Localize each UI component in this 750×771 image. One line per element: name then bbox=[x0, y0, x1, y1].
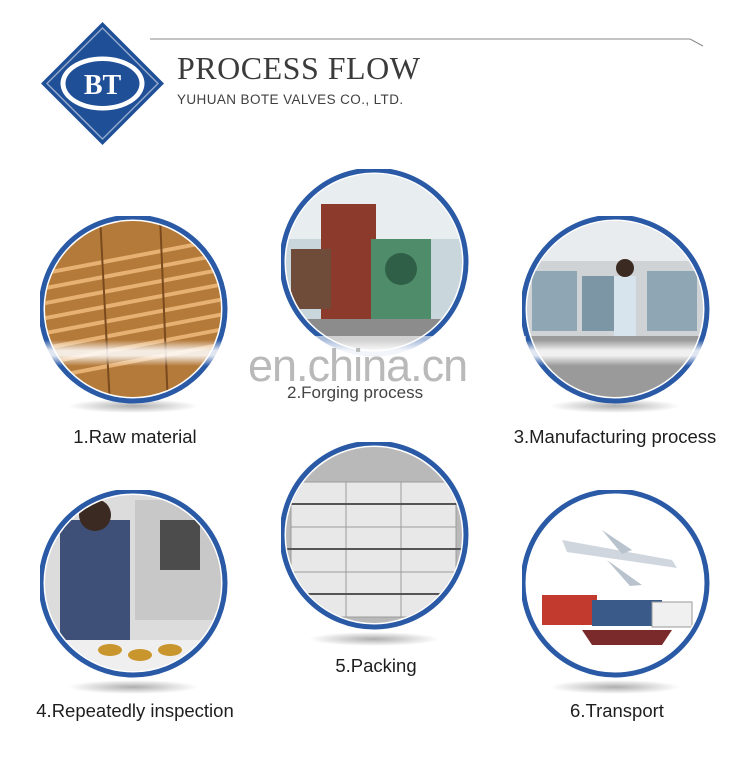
step-label-packing: 5.Packing bbox=[335, 655, 417, 676]
copper-bars-photo bbox=[40, 216, 228, 413]
step-label-inspection: 4.Repeatedly inspection bbox=[36, 700, 234, 721]
header-divider bbox=[150, 38, 704, 47]
forging-press-photo bbox=[281, 169, 469, 357]
transport-photo bbox=[522, 490, 710, 694]
cnc-workshop-photo bbox=[522, 216, 710, 413]
step-forging bbox=[281, 169, 471, 369]
inspection-photo bbox=[40, 490, 228, 694]
step-label-manufacturing: 3.Manufacturing process bbox=[513, 426, 717, 447]
step-raw-material bbox=[40, 216, 230, 416]
step-transport bbox=[522, 490, 712, 695]
page-title: PROCESS FLOW bbox=[177, 50, 421, 86]
step-manufacturing bbox=[522, 216, 712, 416]
watermark-box bbox=[226, 336, 526, 398]
logo-text: BT bbox=[84, 70, 122, 101]
packing-photo bbox=[281, 442, 469, 646]
step-packing bbox=[281, 442, 471, 647]
step-label-raw-material: 1.Raw material bbox=[73, 426, 197, 447]
step-inspection bbox=[40, 490, 230, 695]
step-label-forging: 2.Forging process bbox=[287, 383, 424, 402]
company-name: YUHUAN BOTE VALVES CO., LTD. bbox=[177, 92, 404, 107]
bt-logo: BT bbox=[41, 22, 164, 145]
step-label-transport: 6.Transport bbox=[570, 700, 664, 721]
watermark-text: en.china.cn bbox=[248, 340, 468, 391]
